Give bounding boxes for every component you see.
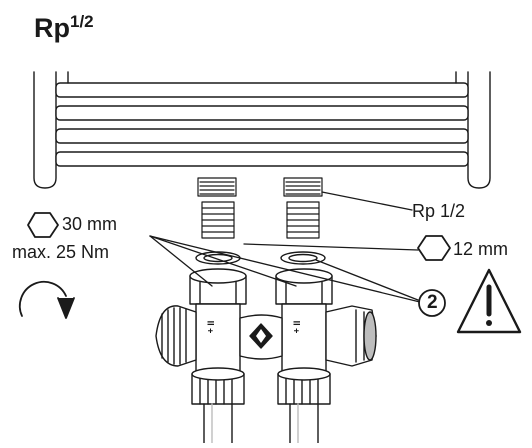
hexagon-wrench-icon — [27, 212, 59, 238]
valve-marking-left: II + — [205, 320, 216, 334]
label-torque: max. 25 Nm — [12, 242, 110, 262]
diagram-title: Rp1/2 — [34, 12, 94, 44]
rotate-clockwise-icon — [18, 280, 75, 319]
adapter-nipples — [201, 201, 320, 239]
callout-number: 2 — [427, 292, 438, 313]
union-nuts — [189, 268, 333, 305]
valve-marking-right: II + — [291, 320, 302, 334]
title-base: Rp — [34, 13, 70, 43]
label-wrench-small: 12 mm — [453, 239, 509, 259]
radiator-connections — [197, 177, 323, 197]
leader-lines — [149, 191, 425, 304]
valve-body — [155, 303, 377, 375]
hexagon-wrench-icon — [417, 235, 451, 261]
warning-triangle-icon — [456, 268, 522, 334]
title-fraction: 1/2 — [70, 12, 94, 31]
label-wrench-large: 30 mm — [62, 214, 118, 234]
callout-circle — [418, 289, 446, 317]
towel-radiator — [33, 71, 491, 189]
lower-connections — [191, 367, 331, 444]
label-thread-size: Rp 1/2 — [412, 201, 466, 221]
